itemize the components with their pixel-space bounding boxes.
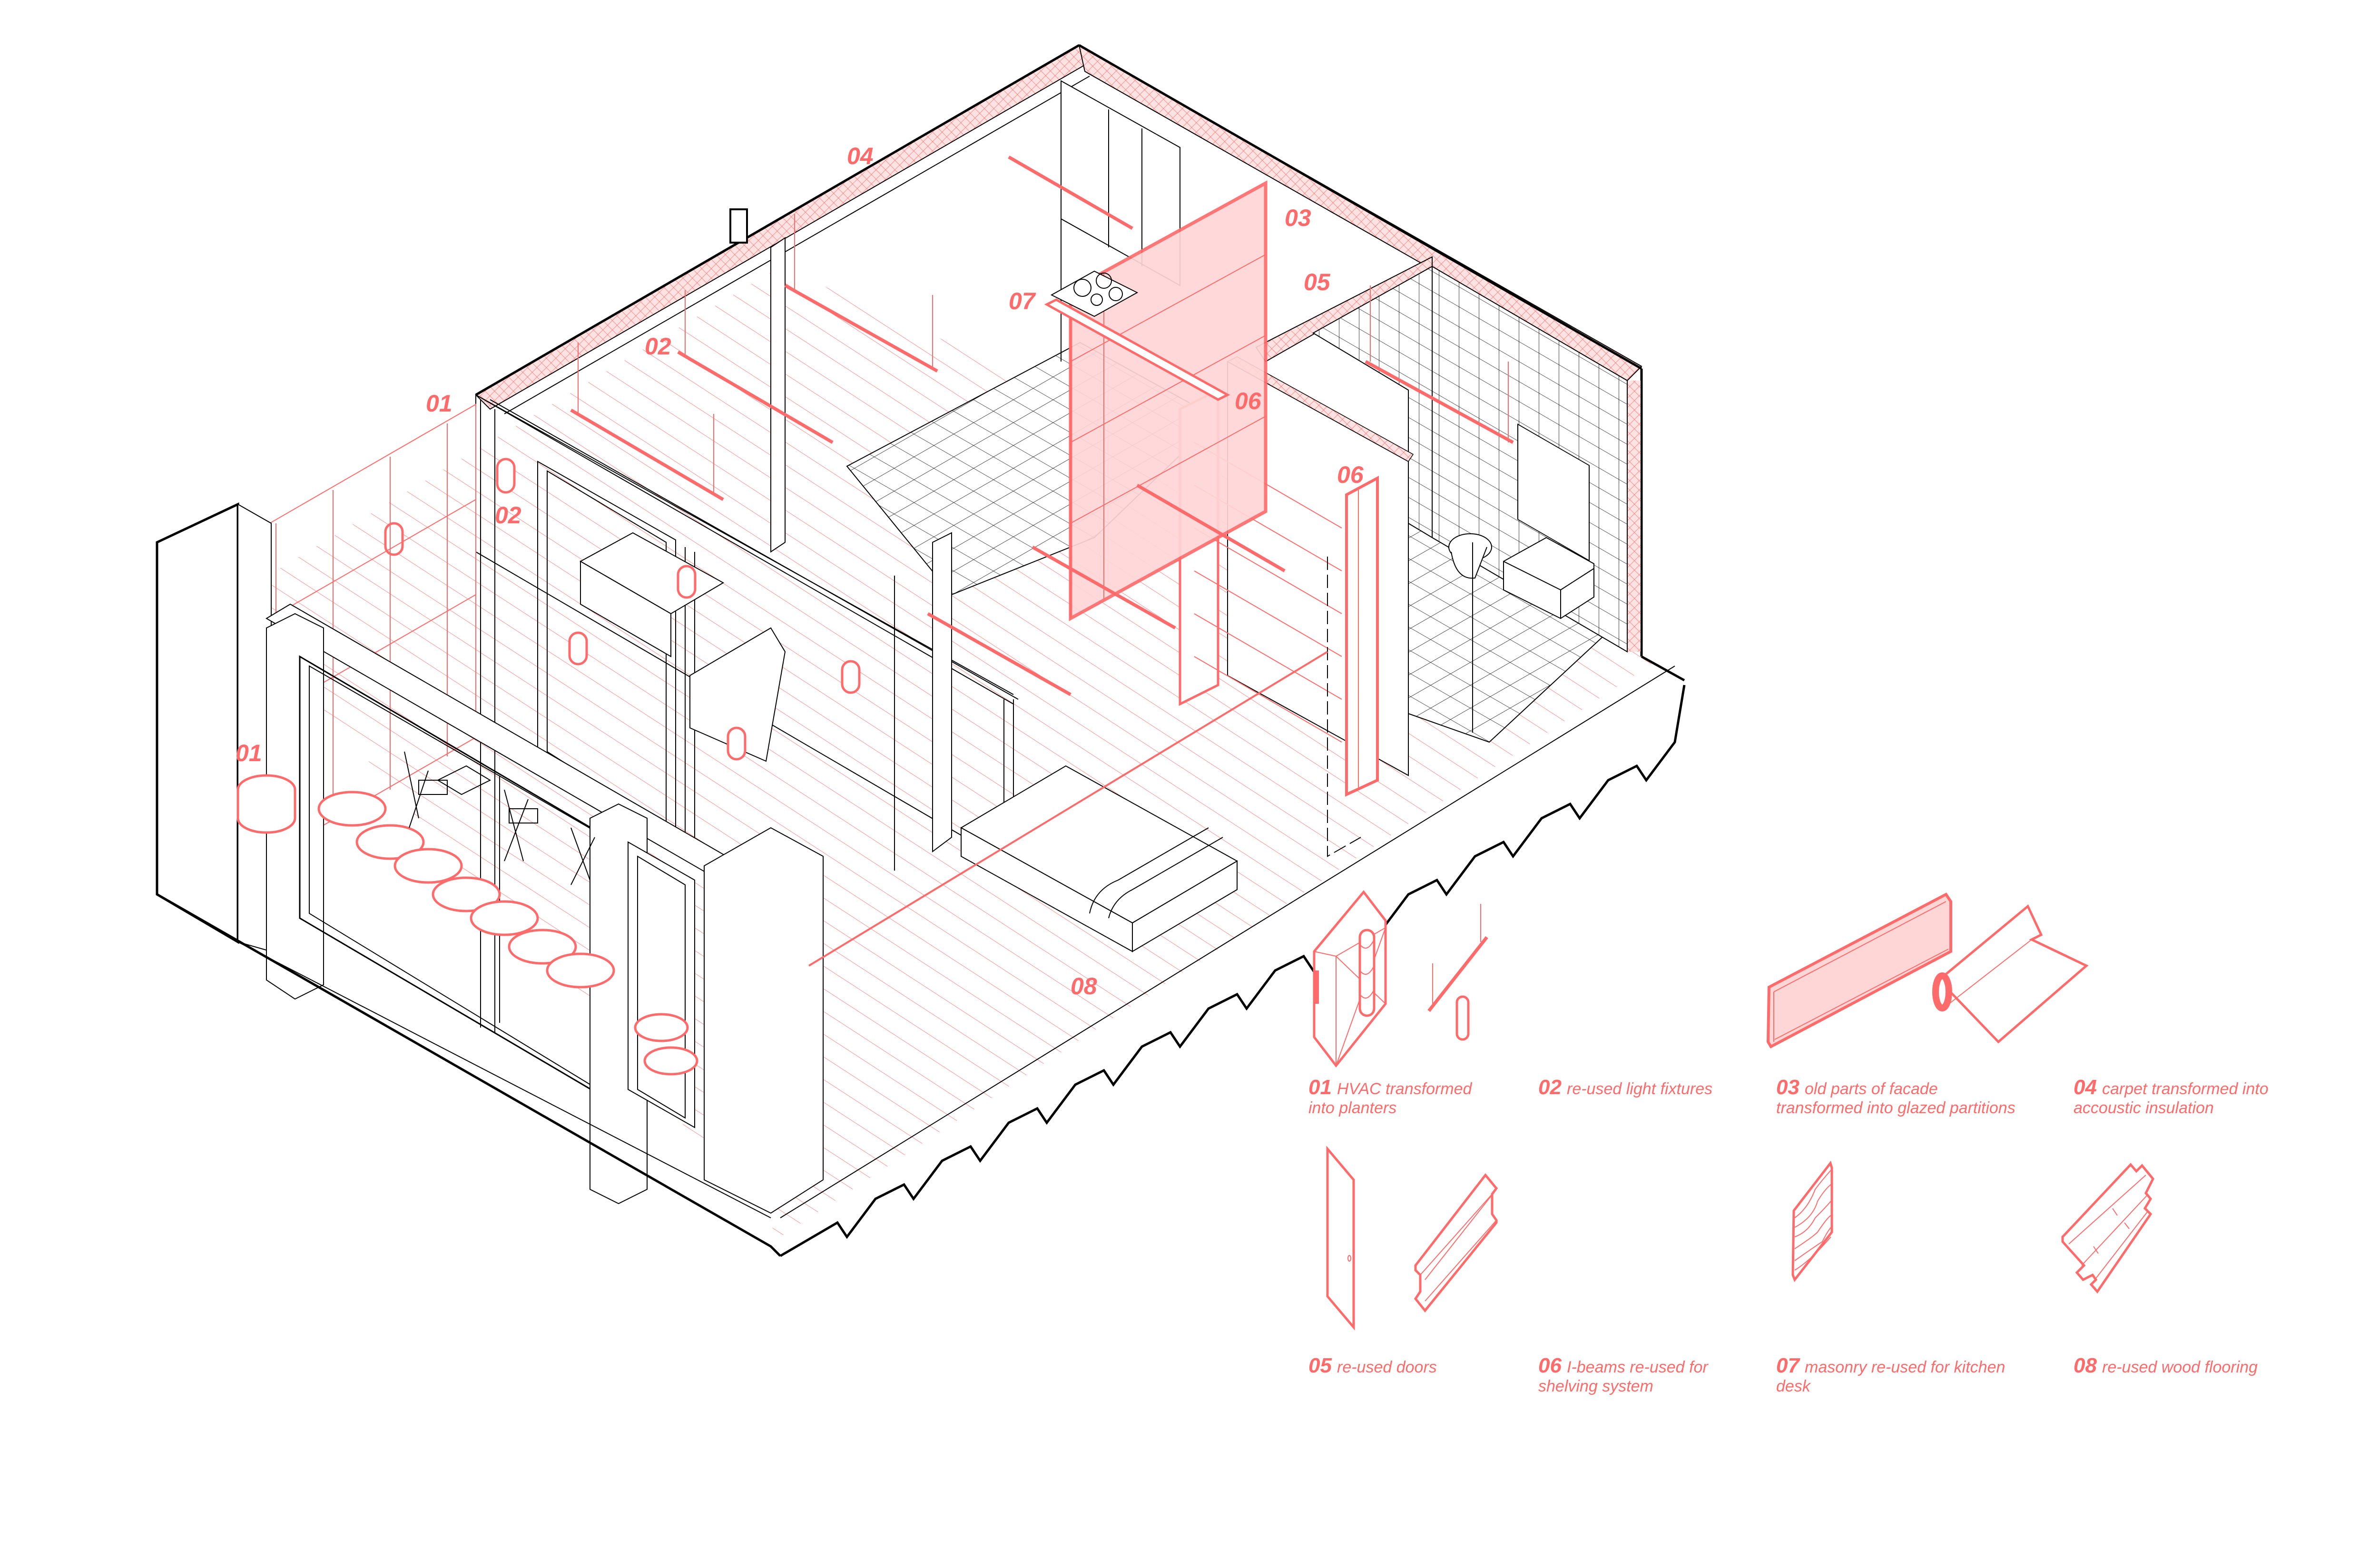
legend-item-01: 01 HVAC transformed into planters — [1308, 890, 1473, 1117]
callout-tags: 01 01 02 02 03 04 05 06 06 07 08 — [236, 143, 1364, 1000]
glazed-partition — [1044, 180, 1268, 621]
legend: 01 HVAC transformed into planters 02 re-… — [1308, 890, 2269, 1395]
bathroom — [1255, 256, 1628, 733]
legend-item-07: 07 masonry re-used for kitchen desk — [1776, 1160, 2005, 1395]
carpet-roll-icon — [1932, 904, 2089, 1044]
hvac-planter-icon — [1313, 890, 1387, 1068]
planters — [236, 774, 698, 1076]
legend-item-05: 05 re-used doors — [1308, 1146, 1437, 1377]
legend-num-08: 08 — [2074, 1354, 2097, 1377]
legend-item-02: 02 re-used light fixtures — [1427, 904, 1712, 1099]
legend-text-04a: carpet transformed into — [2102, 1080, 2269, 1098]
legend-item-06: 06 I-beams re-used for shelving system — [1414, 1173, 1709, 1395]
tag-05: 05 — [1304, 269, 1331, 295]
legend-text-04b: accoustic insulation — [2074, 1099, 2214, 1117]
wood-planks-icon — [2061, 1163, 2154, 1294]
legend-num-06: 06 — [1538, 1354, 1562, 1377]
legend-num-02: 02 — [1538, 1076, 1562, 1099]
back-wall-right — [1078, 44, 1643, 657]
tag-04: 04 — [847, 143, 874, 169]
tag-07: 07 — [1009, 288, 1036, 314]
light-fixture-icon — [1427, 904, 1488, 1041]
tag-02: 02 — [495, 502, 521, 529]
legend-text-06a: I-beams re-used for — [1567, 1358, 1709, 1376]
legend-text-05a: re-used doors — [1337, 1358, 1437, 1376]
legend-item-04: 04 carpet transformed into accoustic ins… — [1932, 904, 2269, 1117]
legend-num-04: 04 — [2074, 1076, 2097, 1099]
legend-text-01a: HVAC transformed — [1337, 1080, 1473, 1098]
legend-item-03: 03 old parts of facade transformed into … — [1766, 892, 2015, 1117]
light-fixtures — [570, 155, 1514, 696]
legend-text-07b: desk — [1776, 1377, 1811, 1395]
tag-02-ceiling: 02 — [645, 333, 671, 360]
tag-06: 06 — [1235, 388, 1262, 414]
tag-06-shelf: 06 — [1337, 461, 1364, 488]
legend-text-07a: masonry re-used for kitchen — [1805, 1358, 2005, 1376]
kitchen-cabinets — [1061, 80, 1180, 362]
legend-text-02a: re-used light fixtures — [1567, 1080, 1712, 1098]
legend-num-03: 03 — [1776, 1076, 1799, 1099]
legend-text-03a: old parts of facade — [1805, 1080, 1938, 1098]
legend-text-06b: shelving system — [1538, 1377, 1653, 1395]
legend-text-08a: re-used wood flooring — [2102, 1358, 2258, 1376]
legend-item-08: 08 re-used wood flooring — [2061, 1163, 2258, 1377]
legend-text-01b: into planters — [1308, 1099, 1396, 1117]
legend-num-07: 07 — [1776, 1354, 1800, 1377]
masonry-slab-icon — [1791, 1160, 1833, 1282]
back-wall-left — [475, 44, 1095, 414]
pendant-lamps — [384, 458, 861, 761]
i-beam-icon — [1414, 1173, 1498, 1313]
tag-03: 03 — [1285, 205, 1311, 231]
legend-num-05: 05 — [1308, 1354, 1332, 1377]
planter-row — [317, 791, 698, 1076]
legend-num-01: 01 — [1308, 1076, 1332, 1099]
tag-01: 01 — [426, 390, 452, 417]
glazed-panel-icon — [1766, 892, 1952, 1049]
tag-08: 08 — [1071, 973, 1097, 1000]
cooktop — [1050, 270, 1139, 317]
tag-01-balcony: 01 — [236, 740, 262, 766]
legend-text-03b: transformed into glazed partitions — [1776, 1099, 2015, 1117]
bed — [960, 765, 1239, 952]
corrugated-slab — [779, 651, 1686, 1257]
bistro-set — [404, 751, 595, 885]
front-facade — [156, 502, 824, 1257]
apartment-model — [156, 44, 1686, 1257]
door-icon — [1326, 1146, 1355, 1331]
